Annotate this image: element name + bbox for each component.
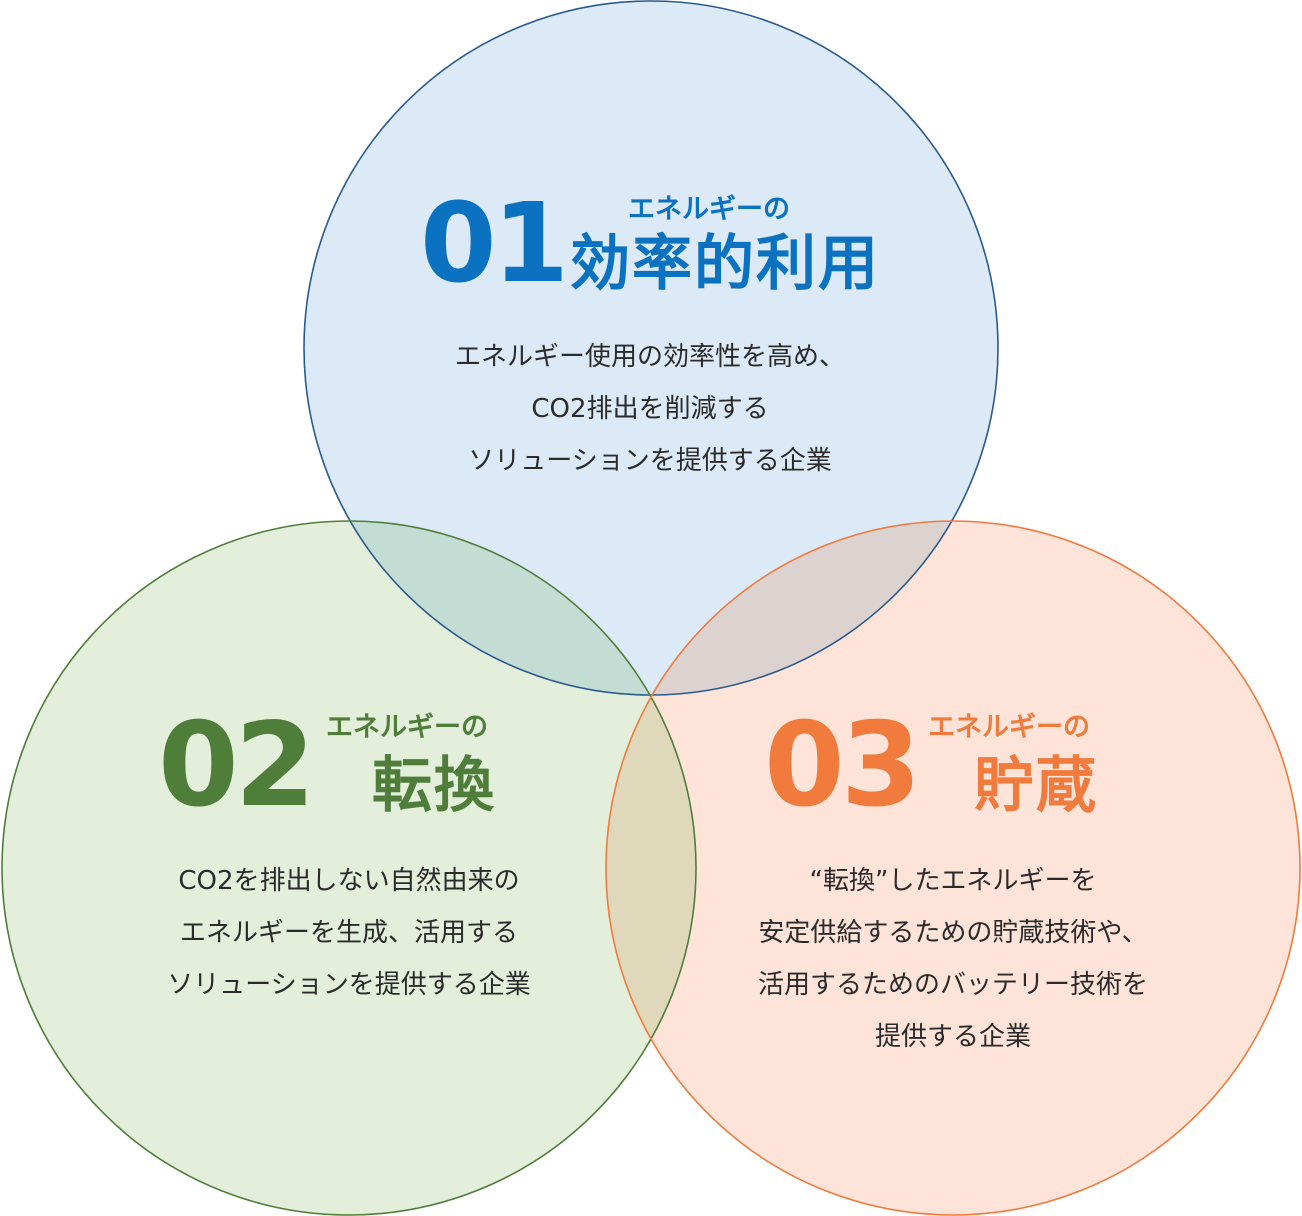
circle-01-line: エネルギー使用の効率性を高め、 bbox=[454, 342, 845, 372]
circle-01-line: CO2排出を削減する bbox=[531, 394, 769, 424]
circle-02-line: ソリューションを提供する企業 bbox=[167, 970, 531, 1000]
circle-conversion-outline bbox=[1, 520, 697, 1216]
circle-03-line: 活用するためのバッテリー技術を bbox=[757, 970, 1148, 1000]
circle-efficiency-outline bbox=[303, 0, 999, 696]
circle-02-number: 02 bbox=[158, 698, 315, 833]
circle-03-line: 安定供給するための貯蔵技術や、 bbox=[758, 918, 1148, 948]
circle-03-subtitle: エネルギーの bbox=[928, 712, 1090, 743]
circle-03-number: 03 bbox=[764, 698, 921, 833]
circle-03-description: “転換”したエネルギーを 安定供給するための貯蔵技術や、 活用するためのバッテリ… bbox=[604, 855, 1302, 1063]
circle-01-line: ソリューションを提供する企業 bbox=[468, 446, 832, 476]
circle-efficiency-fill bbox=[304, 1, 998, 695]
circle-storage-outline bbox=[605, 520, 1301, 1216]
circle-03-title: 貯蔵 bbox=[974, 751, 1098, 821]
circle-01-subtitle: エネルギーの bbox=[628, 194, 790, 225]
circle-02-subtitle: エネルギーの bbox=[326, 712, 488, 743]
circle-02-line: CO2を排出しない自然由来の bbox=[178, 866, 520, 896]
circle-02-description: CO2を排出しない自然由来の エネルギーを生成、活用する ソリューションを提供す… bbox=[0, 855, 698, 1011]
circle-conversion-fill bbox=[2, 521, 696, 1215]
circle-01-title: 効率的利用 bbox=[570, 229, 880, 299]
circle-03-line: 提供する企業 bbox=[874, 1022, 1031, 1052]
circle-02-line: エネルギーを生成、活用する bbox=[179, 918, 518, 948]
circle-01-description: エネルギー使用の効率性を高め、 CO2排出を削減する ソリューションを提供する企… bbox=[300, 331, 1000, 487]
circle-03-line: “転換”したエネルギーを bbox=[809, 866, 1097, 896]
circle-storage-fill bbox=[606, 521, 1300, 1215]
circle-02-title: 転換 bbox=[372, 751, 496, 821]
circle-01-number: 01 bbox=[420, 179, 569, 307]
